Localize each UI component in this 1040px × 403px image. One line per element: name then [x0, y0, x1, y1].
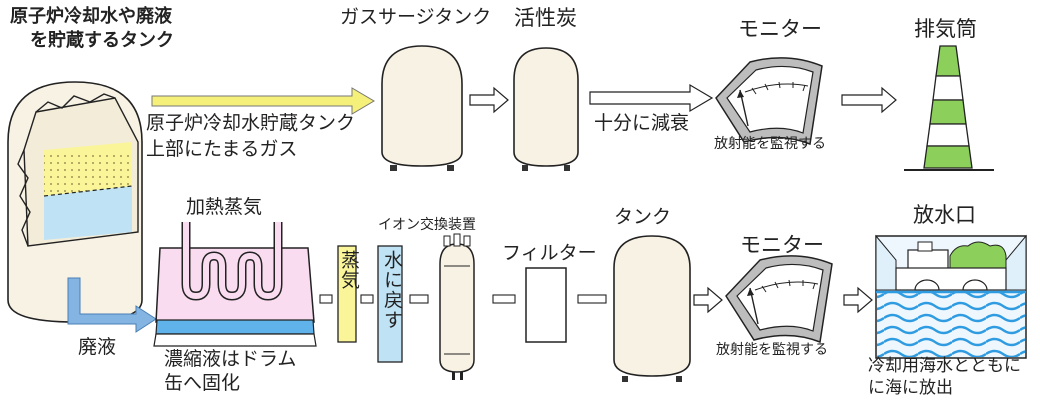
waste-flow-arrow	[67, 277, 157, 333]
ion-exchanger-column	[439, 233, 475, 380]
arrow-to-monitor-bottom	[693, 286, 723, 314]
heating-steam-label: 加熱蒸気	[186, 196, 263, 218]
activated-carbon-label: 活性炭	[514, 6, 577, 30]
steam-box-label: 蒸気	[338, 250, 360, 290]
monitor-bottom-label: モニター	[740, 233, 824, 257]
monitor-top-label: モニター	[738, 17, 822, 41]
source-storage-tank	[7, 81, 143, 323]
gas-surge-tank	[381, 45, 463, 167]
concentrate-label-line2: 缶へ固化	[164, 372, 241, 394]
discharge-label-line2: に海に放出	[868, 378, 953, 398]
gas-flow-arrow	[151, 87, 375, 115]
filter-unit	[525, 267, 567, 343]
connector-square	[492, 294, 516, 304]
arrow-to-carbon	[469, 86, 509, 114]
steam-box	[337, 245, 357, 343]
stack-label: 排気筒	[914, 17, 977, 41]
filter-label: フィルター	[502, 242, 597, 264]
monitor-gauge-top	[715, 57, 823, 146]
storage-tank	[613, 235, 691, 377]
exhaust-stack	[904, 45, 994, 171]
monitor-gauge-bottom	[725, 255, 833, 344]
tank-label: タンク	[614, 206, 672, 228]
concentrate-label-line1: 濃縮液はドラム	[164, 348, 297, 370]
evaporator-unit	[153, 222, 317, 347]
arrow-decay	[589, 83, 714, 113]
ion-exchanger-label: イオン交換装置	[378, 217, 476, 233]
connector-square	[577, 294, 607, 304]
activated-carbon-tank	[513, 47, 579, 167]
connector-square	[409, 294, 429, 304]
source-tank-label: 原子炉冷却水や廃液	[10, 6, 172, 27]
gas-description-line1: 原子炉冷却水貯蔵タンク	[146, 112, 356, 134]
connector-square	[360, 294, 374, 304]
waste-label: 廃液	[78, 336, 117, 358]
return-water-box	[377, 245, 403, 363]
connector-square	[319, 294, 333, 304]
return-water-box-label: 水に戻す	[381, 250, 403, 330]
arrow-to-stack	[841, 86, 897, 114]
decay-label: 十分に減衰	[594, 112, 690, 134]
source-tank-label-line2: を貯蔵するタンク	[30, 30, 174, 51]
gas-surge-tank-label: ガスサージタンク	[340, 6, 492, 28]
discharge-outlet-scene	[875, 234, 1027, 359]
discharge-label-line1: 冷却用海水とともに	[868, 356, 1021, 376]
monitoring-bottom-label: 放射能を監視する	[716, 342, 828, 358]
outlet-label: 放水口	[913, 203, 976, 227]
monitoring-top-label: 放射能を監視する	[714, 136, 826, 152]
gas-description-line2: 上部にたまるガス	[146, 138, 298, 160]
arrow-to-outlet	[843, 286, 873, 314]
